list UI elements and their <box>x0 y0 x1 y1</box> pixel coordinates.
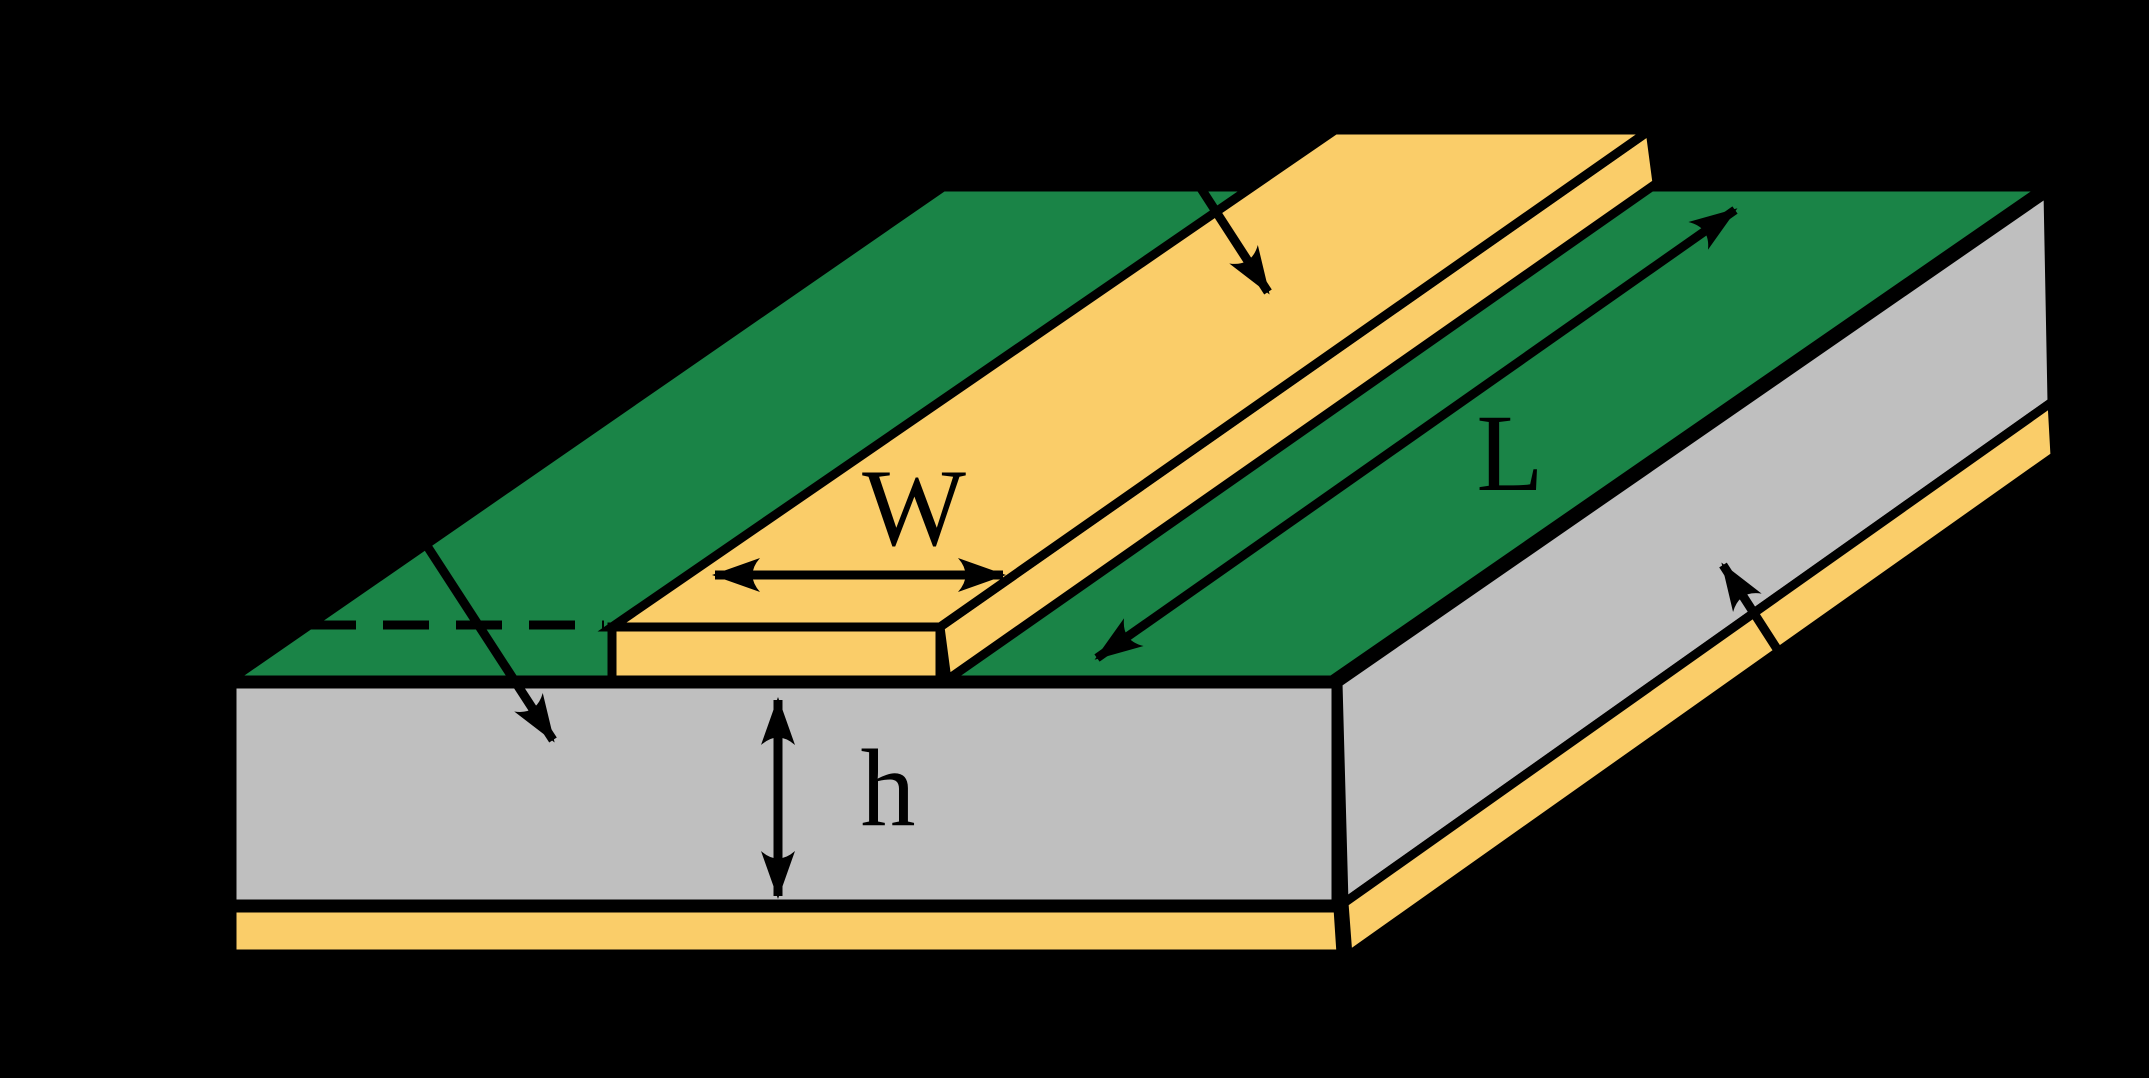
substrate-pointer-arrow <box>364 452 557 743</box>
length-dimension-arrow <box>1094 206 1738 662</box>
strip-front-face <box>607 622 945 685</box>
strip-width-label: W <box>862 447 966 569</box>
ground-plane-pointer-arrow <box>1719 562 1810 697</box>
ground-plane-side-edge <box>1339 393 2060 965</box>
substrate-height-label: h <box>861 727 916 849</box>
substrate-front-face <box>227 679 1341 909</box>
strip-pointer-arrow <box>1154 119 1272 295</box>
ground-plane-front-edge <box>227 903 1346 959</box>
line-length-label: L <box>1476 392 1543 514</box>
